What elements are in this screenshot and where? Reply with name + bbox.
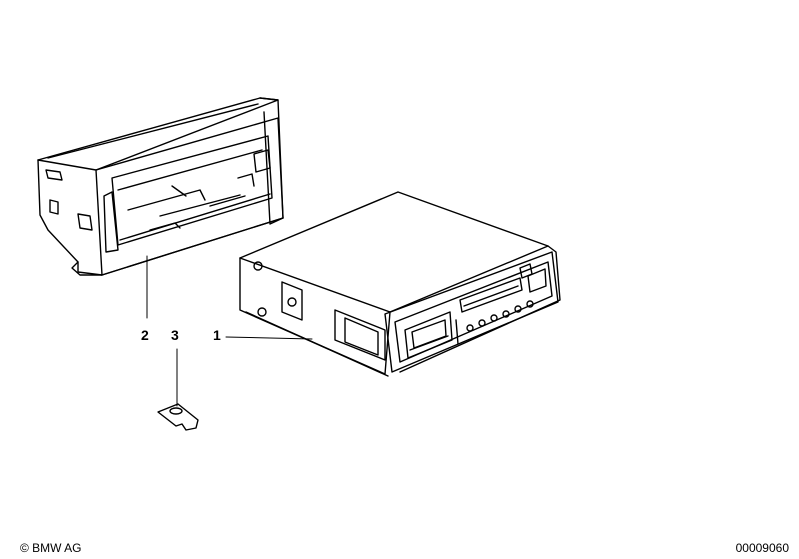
callout-3: 3 [171,327,179,343]
copyright-text: © BMW AG [20,541,82,555]
callout-2: 2 [141,327,149,343]
mounting-frame [37,97,284,319]
retaining-clip [157,348,199,431]
callout-1: 1 [213,327,221,343]
radio-cassette-unit [225,191,561,377]
document-number: 00009060 [735,541,789,555]
